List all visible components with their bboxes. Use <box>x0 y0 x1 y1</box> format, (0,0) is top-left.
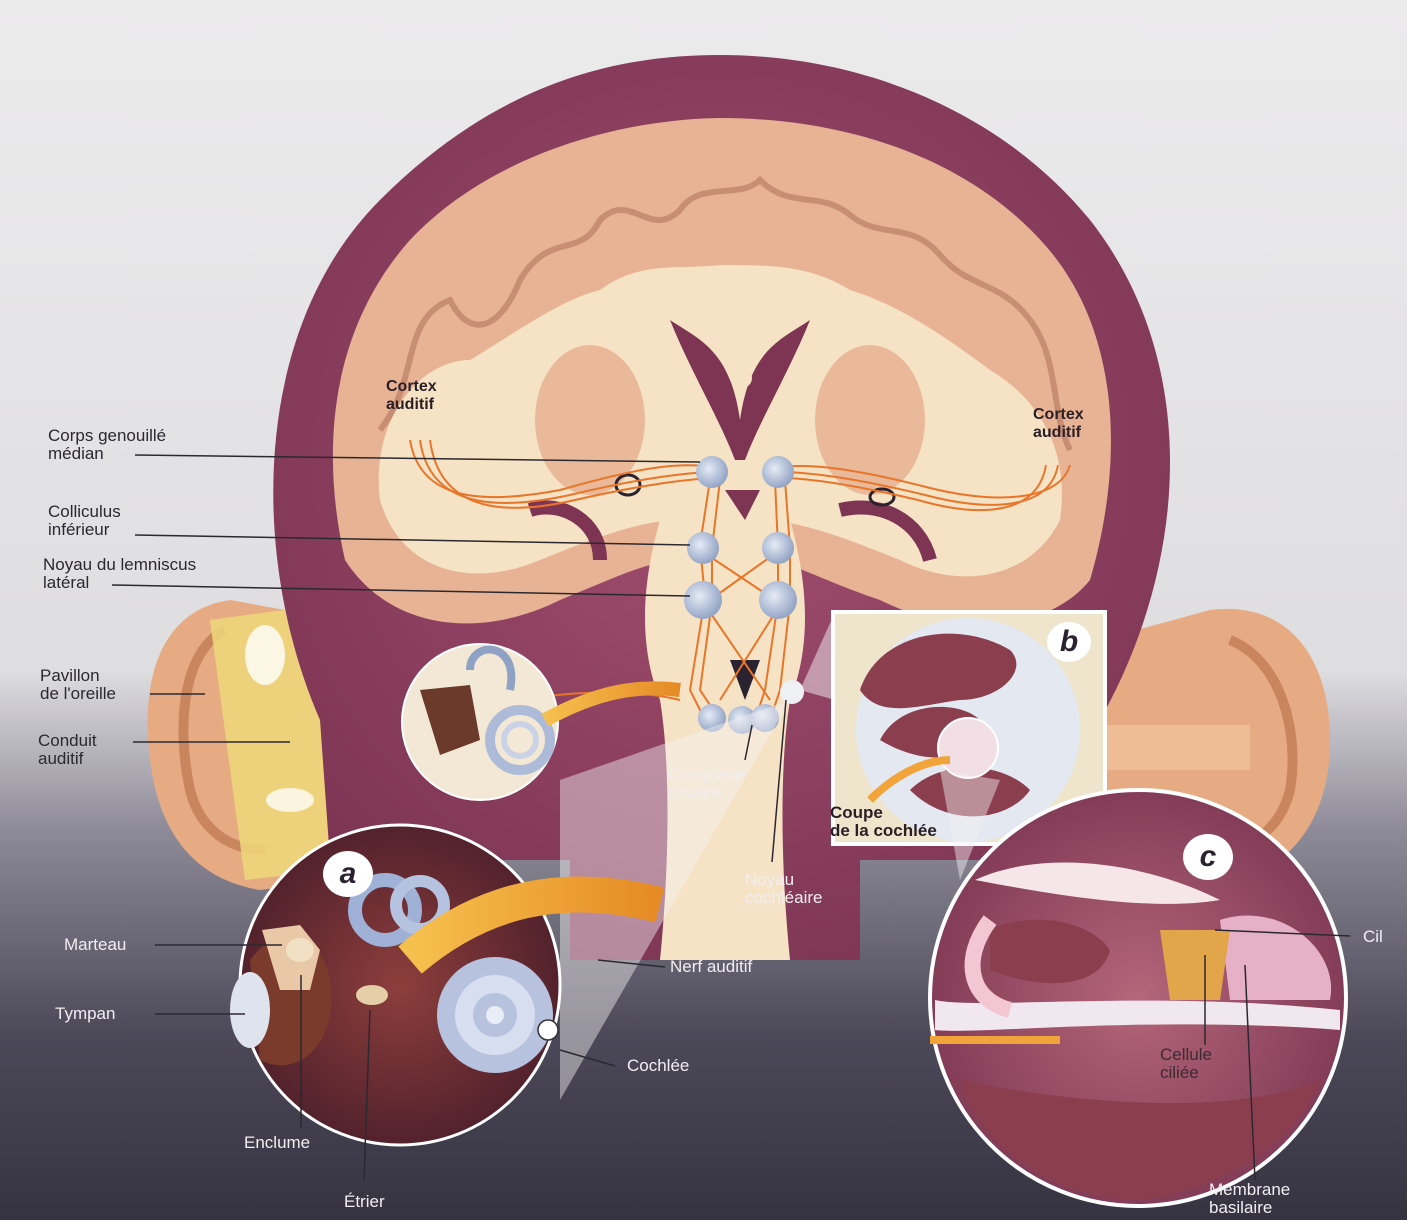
inset-b-marker: b <box>1047 622 1091 662</box>
label-conduit-auditif: Conduit auditif <box>38 732 97 768</box>
label-coupe-cochlee: Coupe de la cochlée <box>830 804 937 840</box>
label-etrier: Étrier <box>344 1193 385 1211</box>
lemniscus-left <box>684 581 722 619</box>
noyau-cochleaire <box>780 680 804 704</box>
label-marteau: Marteau <box>64 936 126 954</box>
label-noyau-cochleaire: Noyau cochléaire <box>745 871 823 907</box>
colliculus-left <box>687 532 719 564</box>
label-tympan: Tympan <box>55 1005 115 1023</box>
label-cortex-auditif-left: Cortex auditif <box>386 378 437 414</box>
inset-a-marker: a <box>323 851 373 897</box>
label-cochlee: Cochlée <box>627 1057 689 1075</box>
inset-c-marker: c <box>1183 834 1233 880</box>
label-noyau-lemniscus-lateral: Noyau du lemniscus latéral <box>43 556 196 592</box>
label-enclume: Enclume <box>244 1134 310 1152</box>
label-corps-genouille-median: Corps genouillé médian <box>48 427 166 463</box>
lemniscus-right <box>759 581 797 619</box>
label-complexe-olivaire: Complexe olivaire <box>668 766 745 802</box>
label-membrane-basilaire: Membrane basilaire <box>1209 1181 1290 1217</box>
label-pavillon-oreille: Pavillon de l'oreille <box>40 667 116 703</box>
label-cortex-auditif-right: Cortex auditif <box>1033 406 1084 442</box>
label-colliculus-inferieur: Colliculus inférieur <box>48 503 121 539</box>
label-nerf-auditif: Nerf auditif <box>670 958 752 976</box>
label-cil: Cil <box>1363 928 1383 946</box>
corps-genouille-left <box>696 456 728 488</box>
corps-genouille-right <box>762 456 794 488</box>
colliculus-right <box>762 532 794 564</box>
label-cellule-ciliee: Cellule ciliée <box>1160 1046 1212 1082</box>
